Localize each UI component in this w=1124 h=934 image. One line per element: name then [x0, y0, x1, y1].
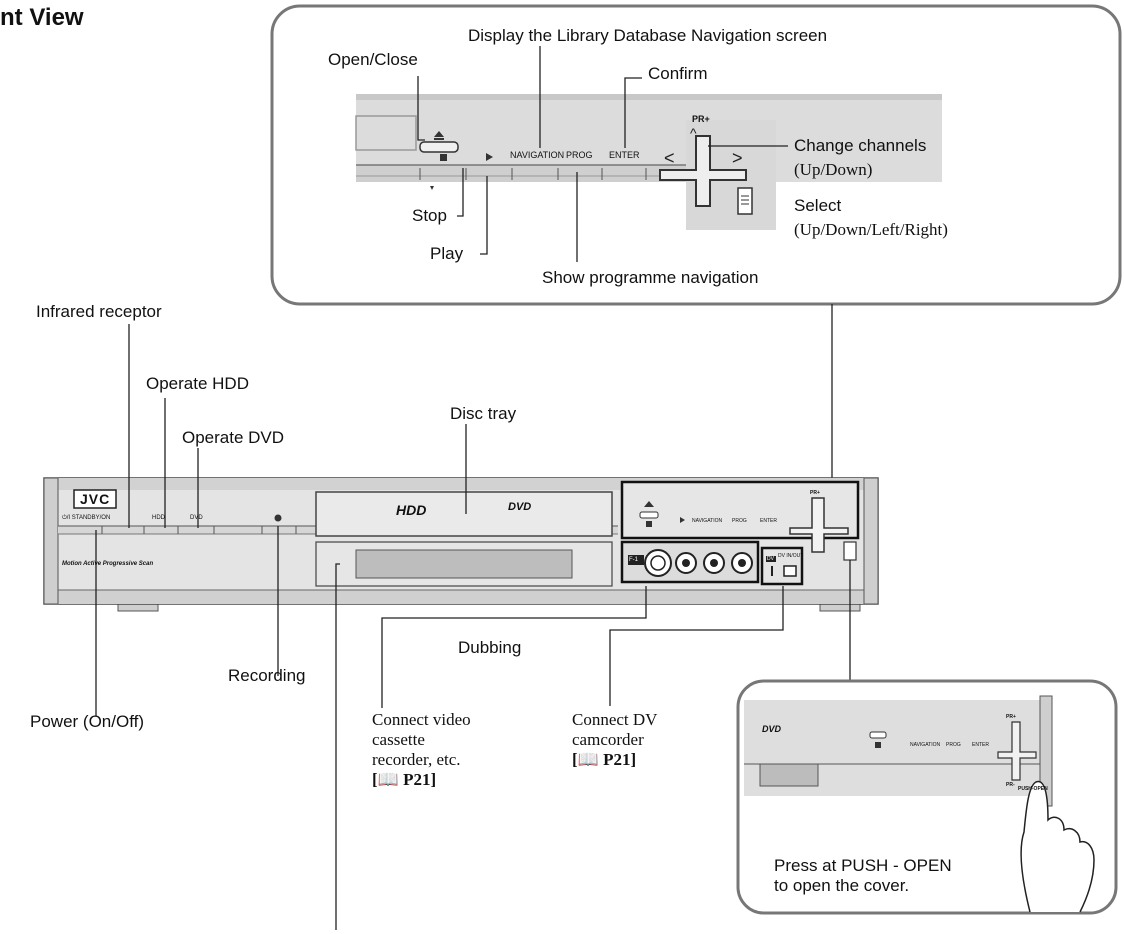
svg-text:^: ^ — [690, 125, 697, 141]
label-disc-tray: Disc tray — [450, 404, 517, 423]
device-body — [43, 477, 879, 612]
zoomed-push-open — [744, 695, 1095, 913]
label-connect-dv-2: camcorder — [572, 730, 644, 749]
device-dv-label: DV — [767, 556, 774, 562]
device-dv-in-out-label: DV IN/OUT — [778, 553, 804, 559]
device-brand: JVC — [80, 491, 111, 507]
device-pr-plus: PR+ — [810, 490, 820, 496]
top-pr-plus: PR+ — [692, 114, 710, 124]
label-connect-vcr-2: cassette — [372, 730, 425, 749]
label-recording: Recording — [228, 666, 306, 685]
bottom-pr-plus: PR+ — [1006, 714, 1016, 720]
zoomed-control-panel: ^ < > — [355, 94, 942, 230]
top-btn-prog: PROG — [566, 150, 593, 160]
top-btn-enter: ENTER — [609, 150, 640, 160]
label-display-navigation: Display the Library Database Navigation … — [468, 26, 828, 45]
device-tagline: Motion Active Progressive Scan — [62, 561, 154, 567]
label-infrared-receptor: Infrared receptor — [36, 302, 162, 321]
label-operate-hdd: Operate HDD — [146, 374, 249, 393]
device-btn-enter: ENTER — [760, 518, 777, 524]
label-stop: Stop — [412, 206, 447, 225]
bottom-btn-enter: ENTER — [972, 742, 989, 748]
bottom-push-open: PUSH-OPEN — [1018, 786, 1048, 792]
device-f1-label: F-1 — [629, 557, 638, 563]
bottom-dvd-logo: DVD — [762, 724, 782, 734]
bottom-btn-prog: PROG — [946, 742, 961, 748]
device-dvd-logo: DVD — [508, 501, 532, 513]
top-leader-lines — [417, 46, 788, 262]
page-title: nt View — [0, 4, 84, 31]
label-operate-dvd: Operate DVD — [182, 428, 285, 447]
label-select: Select — [794, 196, 842, 215]
device-leader-lines — [95, 324, 851, 930]
label-show-programme-navigation: Show programme navigation — [542, 268, 759, 287]
device-btn-prog: PROG — [732, 518, 747, 524]
label-connect-vcr-ref: [📖 P21] — [372, 770, 437, 789]
top-btn-navigation: NAVIGATION — [510, 150, 565, 160]
svg-text:>: > — [732, 148, 743, 168]
label-change-channels: Change channels — [794, 136, 927, 155]
label-select-sub: (Up/Down/Left/Right) — [794, 220, 948, 239]
label-confirm: Confirm — [648, 64, 708, 83]
label-connect-vcr-1: Connect video — [372, 710, 471, 729]
label-dubbing: Dubbing — [458, 638, 522, 657]
label-play: Play — [430, 244, 464, 263]
label-connect-dv-ref: [📖 P21] — [572, 750, 637, 769]
device-btn-navigation: NAVIGATION — [692, 518, 723, 524]
bottom-btn-navigation: NAVIGATION — [910, 742, 941, 748]
label-connect-dv-1: Connect DV — [572, 710, 658, 729]
bottom-instruction-1: Press at PUSH - OPEN — [774, 856, 952, 875]
bottom-instruction-2: to open the cover. — [774, 876, 910, 895]
label-open-close: Open/Close — [328, 50, 418, 69]
bottom-pr-minus: PR- — [1006, 782, 1015, 788]
svg-text:<: < — [664, 148, 675, 168]
label-change-channels-sub: (Up/Down) — [794, 160, 873, 179]
label-power: Power (On/Off) — [30, 712, 144, 731]
device-hdd-logo: HDD — [396, 502, 427, 518]
device-dvd-button-label: DVD — [190, 515, 203, 521]
device-standby-label: ⏻/I STANDBY/ON — [62, 515, 111, 521]
label-connect-vcr-3: recorder, etc. — [372, 750, 461, 769]
device-hdd-button-label: HDD — [152, 515, 165, 521]
